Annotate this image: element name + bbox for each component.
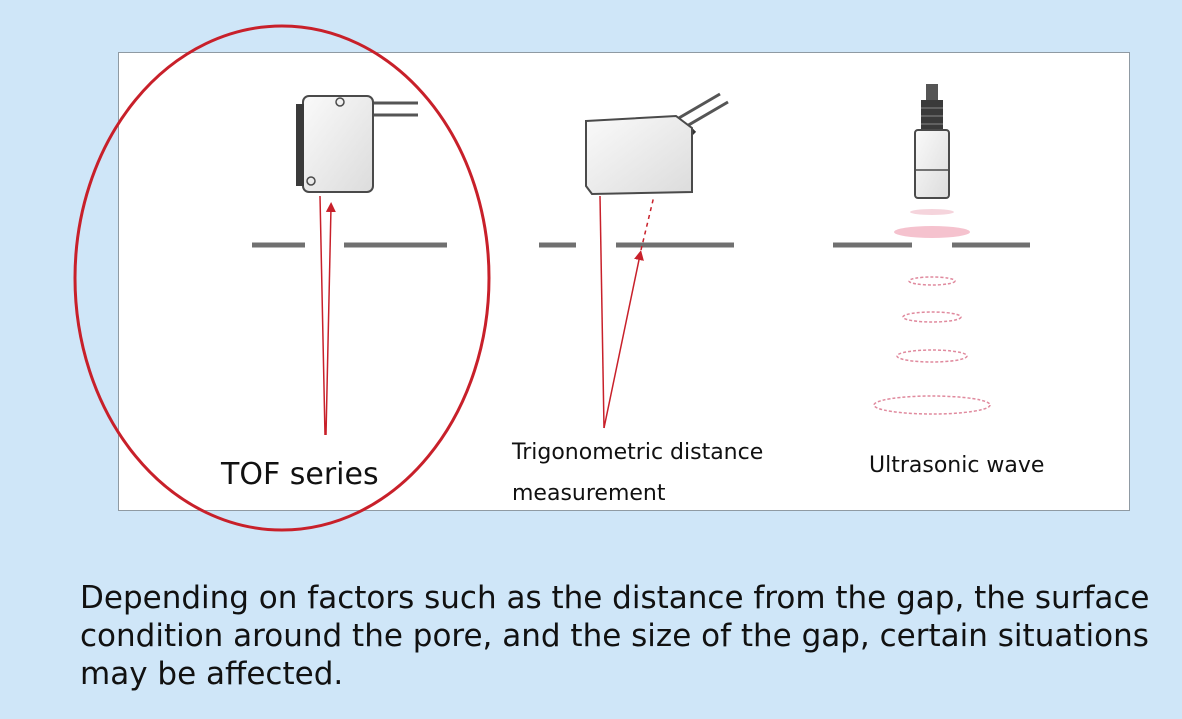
tof-beam [319,195,336,436]
tof-sensor-icon [296,95,418,193]
triangulation-beam [599,195,655,429]
trigonometric-label-line2: measurement [512,481,666,506]
ultrasonic-sensor-icon [914,84,950,199]
triangulation-sensor-icon [585,92,729,196]
ultrasonic-wave [873,209,991,415]
tof-series-label: TOF series [221,457,379,492]
tof-highlight-circle [73,24,491,532]
ultrasonic-label: Ultrasonic wave [869,453,1045,478]
caption-text: Depending on factors such as the distanc… [80,580,1150,692]
trigonometric-label-line1: Trigonometric distance [512,440,764,465]
